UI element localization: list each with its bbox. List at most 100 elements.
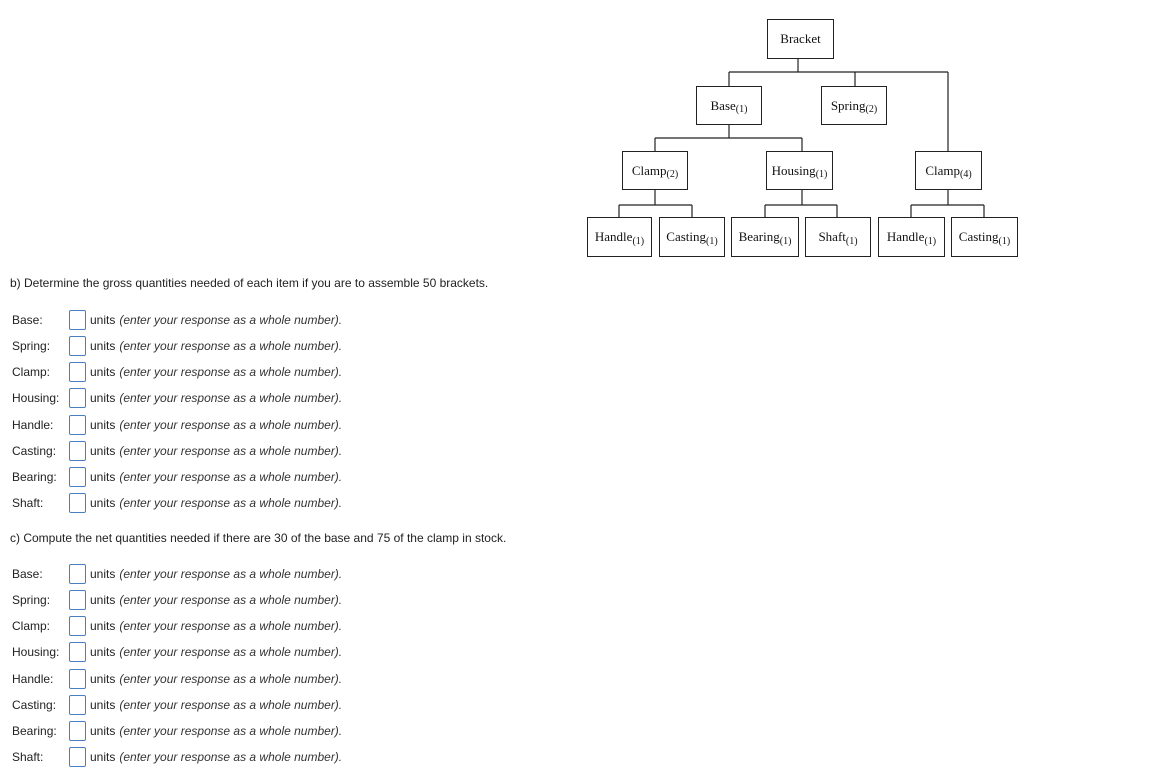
net-clamp-row: Clamp: units (enter your response as a w… bbox=[12, 615, 342, 637]
net-shaft-row: Shaft: units (enter your response as a w… bbox=[12, 746, 342, 768]
net-base-input[interactable] bbox=[69, 564, 86, 584]
hint-text: (enter your response as a whole number). bbox=[119, 750, 343, 764]
row-label: Shaft: bbox=[12, 496, 44, 510]
hint-text: (enter your response as a whole number). bbox=[119, 339, 343, 353]
base-node-name: Base bbox=[710, 97, 736, 113]
net-spring-row: Spring: units (enter your response as a … bbox=[12, 589, 342, 611]
clamp-node-under-base: Clamp(2) bbox=[622, 151, 688, 190]
gross-shaft-input[interactable] bbox=[69, 493, 86, 513]
gross-bearing-input[interactable] bbox=[69, 467, 86, 487]
units-label: units bbox=[90, 496, 116, 510]
row-label: Base: bbox=[12, 567, 43, 581]
net-base-row: Base: units (enter your response as a wh… bbox=[12, 563, 342, 585]
clamp-node-qty: (2) bbox=[666, 169, 679, 180]
casting-node-name: Casting bbox=[958, 229, 999, 244]
gross-handle-input[interactable] bbox=[69, 415, 86, 435]
row-label: Housing: bbox=[12, 645, 60, 659]
gross-housing-row: Housing: units (enter your response as a… bbox=[12, 387, 342, 409]
units-label: units bbox=[90, 470, 116, 484]
hint-text: (enter your response as a whole number). bbox=[119, 593, 343, 607]
gross-clamp-row: Clamp: units (enter your response as a w… bbox=[12, 361, 342, 383]
hint-text: (enter your response as a whole number). bbox=[119, 619, 343, 633]
units-label: units bbox=[90, 365, 116, 379]
spring-node-qty: (2) bbox=[865, 104, 878, 115]
units-label: units bbox=[90, 313, 116, 327]
casting-node-qty: (1) bbox=[706, 235, 718, 247]
clamp-node-qty: (4) bbox=[960, 169, 972, 180]
hint-text: (enter your response as a whole number). bbox=[119, 313, 343, 327]
shaft-node-qty: (1) bbox=[845, 235, 858, 247]
gross-bearing-row: Bearing: units (enter your response as a… bbox=[12, 466, 342, 488]
housing-node-name: Housing bbox=[771, 162, 816, 178]
bracket-node-name: Bracket bbox=[780, 31, 821, 46]
row-label: Spring: bbox=[12, 593, 51, 607]
hint-text: (enter your response as a whole number). bbox=[119, 496, 343, 510]
row-label: Housing: bbox=[12, 391, 60, 405]
net-bearing-row: Bearing: units (enter your response as a… bbox=[12, 720, 342, 742]
base-node: Base(1) bbox=[696, 86, 762, 125]
base-node-qty: (1) bbox=[735, 104, 748, 115]
product-structure-tree: Bracket Base(1) Spring(2) Clamp(2) Housi… bbox=[0, 0, 1170, 270]
net-handle-row: Handle: units (enter your response as a … bbox=[12, 668, 342, 690]
row-label: Shaft: bbox=[12, 750, 44, 764]
units-label: units bbox=[90, 418, 116, 432]
hint-text: (enter your response as a whole number). bbox=[119, 444, 343, 458]
units-label: units bbox=[90, 567, 116, 581]
housing-node: Housing(1) bbox=[766, 151, 833, 190]
gross-base-input[interactable] bbox=[69, 310, 86, 330]
row-label: Handle: bbox=[12, 418, 54, 432]
hint-text: (enter your response as a whole number). bbox=[119, 470, 343, 484]
gross-handle-row: Handle: units (enter your response as a … bbox=[12, 414, 342, 436]
net-housing-input[interactable] bbox=[69, 642, 86, 662]
part-c-question: c) Compute the net quantities needed if … bbox=[10, 531, 507, 545]
casting-node-under-clamp: Casting(1) bbox=[659, 217, 725, 257]
gross-casting-row: Casting: units (enter your response as a… bbox=[12, 440, 342, 462]
casting-node-under-clamp-4: Casting(1) bbox=[951, 217, 1018, 257]
row-label: Casting: bbox=[12, 698, 57, 712]
net-clamp-input[interactable] bbox=[69, 616, 86, 636]
handle-node-qty: (1) bbox=[632, 235, 645, 247]
units-label: units bbox=[90, 339, 116, 353]
row-label: Handle: bbox=[12, 672, 54, 686]
bearing-node-name: Bearing bbox=[738, 229, 780, 244]
part-b-question: b) Determine the gross quantities needed… bbox=[10, 276, 489, 290]
clamp-node-name: Clamp bbox=[631, 162, 667, 178]
gross-shaft-row: Shaft: units (enter your response as a w… bbox=[12, 492, 342, 514]
housing-node-qty: (1) bbox=[815, 169, 828, 180]
gross-casting-input[interactable] bbox=[69, 441, 86, 461]
hint-text: (enter your response as a whole number). bbox=[119, 418, 343, 432]
units-label: units bbox=[90, 444, 116, 458]
net-spring-input[interactable] bbox=[69, 590, 86, 610]
row-label: Casting: bbox=[12, 444, 57, 458]
units-label: units bbox=[90, 698, 116, 712]
row-label: Bearing: bbox=[12, 470, 57, 484]
gross-housing-input[interactable] bbox=[69, 388, 86, 408]
units-label: units bbox=[90, 645, 116, 659]
row-label: Spring: bbox=[12, 339, 51, 353]
bearing-node: Bearing(1) bbox=[731, 217, 799, 257]
hint-text: (enter your response as a whole number). bbox=[119, 391, 343, 405]
net-handle-input[interactable] bbox=[69, 669, 86, 689]
bearing-node-qty: (1) bbox=[779, 235, 792, 247]
gross-clamp-input[interactable] bbox=[69, 362, 86, 382]
row-label: Base: bbox=[12, 313, 43, 327]
hint-text: (enter your response as a whole number). bbox=[119, 672, 343, 686]
units-label: units bbox=[90, 619, 116, 633]
net-bearing-input[interactable] bbox=[69, 721, 86, 741]
hint-text: (enter your response as a whole number). bbox=[119, 698, 343, 712]
tree-connectors bbox=[618, 59, 985, 217]
units-label: units bbox=[90, 672, 116, 686]
row-label: Clamp: bbox=[12, 619, 51, 633]
hint-text: (enter your response as a whole number). bbox=[119, 724, 343, 738]
shaft-node: Shaft(1) bbox=[805, 217, 871, 257]
handle-node-name: Handle bbox=[594, 229, 633, 244]
row-label: Clamp: bbox=[12, 365, 51, 379]
units-label: units bbox=[90, 391, 116, 405]
clamp-node-name: Clamp bbox=[925, 162, 960, 178]
net-shaft-input[interactable] bbox=[69, 747, 86, 767]
units-label: units bbox=[90, 593, 116, 607]
net-casting-input[interactable] bbox=[69, 695, 86, 715]
handle-node-under-clamp: Handle(1) bbox=[587, 217, 652, 257]
gross-spring-input[interactable] bbox=[69, 336, 86, 356]
net-casting-row: Casting: units (enter your response as a… bbox=[12, 694, 342, 716]
